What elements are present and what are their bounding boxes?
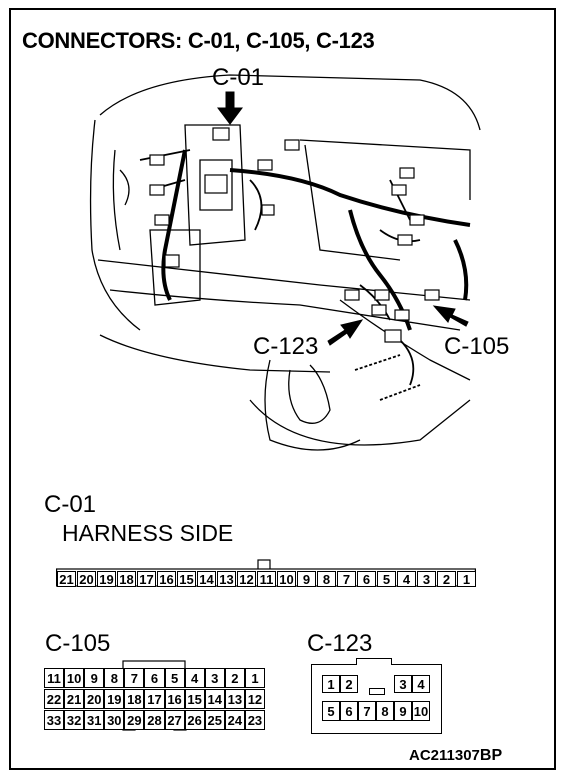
c105-label: C-105 [45, 630, 111, 657]
pin-cell: 13 [224, 689, 245, 709]
pin-cell: 21 [57, 571, 76, 587]
pin-cell: 26 [184, 710, 205, 730]
pin-cell: 14 [197, 571, 216, 587]
callout-c01: C-01 [212, 64, 265, 91]
pin-cell: 3 [417, 571, 436, 587]
pin-cell: 2 [437, 571, 456, 587]
pin-cell: 4 [184, 668, 205, 688]
pin-cell: 7 [358, 701, 376, 721]
pin-cell: 7 [337, 571, 356, 587]
pin-cell: 9 [84, 668, 105, 688]
pin-cell: 8 [376, 701, 394, 721]
c01-harness-side: HARNESS SIDE [62, 520, 234, 546]
pin-cell: 5 [377, 571, 396, 587]
pin-cell: 33 [44, 710, 65, 730]
pin-cell: 2 [340, 675, 358, 693]
pin-cell: 1 [322, 675, 340, 693]
pin-cell: 15 [184, 689, 205, 709]
arrow-c105 [432, 305, 469, 327]
pin-cell: 25 [204, 710, 225, 730]
pin-cell: 9 [394, 701, 412, 721]
pin-cell: 15 [177, 571, 196, 587]
c01-label: C-01 [44, 491, 97, 518]
dash-top-line [99, 74, 481, 131]
pin-cell: 3 [204, 668, 225, 688]
pin-cell: 12 [237, 571, 256, 587]
pin-cell: 10 [64, 668, 85, 688]
pin-cell: 32 [64, 710, 85, 730]
pin-cell: 8 [317, 571, 336, 587]
pin-cell: 1 [244, 668, 265, 688]
pin-cell: 17 [137, 571, 156, 587]
pin-cell: 1 [457, 571, 476, 587]
pin-cell: 28 [144, 710, 165, 730]
pin-cell: 5 [322, 701, 340, 721]
pin-cell: 18 [124, 689, 145, 709]
pin-cell: 16 [157, 571, 176, 587]
pin-cell: 27 [164, 710, 185, 730]
pin-cell: 18 [117, 571, 136, 587]
pin-cell: 6 [144, 668, 165, 688]
pin-cell: 14 [204, 689, 225, 709]
pin-cell: 5 [164, 668, 185, 688]
callout-c105: C-105 [444, 333, 510, 360]
pin-cell: 3 [394, 675, 412, 693]
pin-cell: 21 [64, 689, 85, 709]
pin-cell: 20 [77, 571, 96, 587]
figure-code-suffix: BP [479, 747, 503, 764]
pin-cell: 6 [357, 571, 376, 587]
pin-cell: 9 [297, 571, 316, 587]
pin-cell: 10 [412, 701, 430, 721]
pin-cell: 11 [257, 571, 276, 587]
pin-cell: 12 [244, 689, 265, 709]
pin-cell: 4 [412, 675, 430, 693]
pin-cell: 2 [224, 668, 245, 688]
pin-cell: 24 [224, 710, 245, 730]
figure-code-main: AC211307 [409, 747, 480, 764]
pin-cell: 19 [97, 571, 116, 587]
pin-cell: 16 [164, 689, 185, 709]
arrow-c01 [217, 91, 243, 125]
pin-cell: 31 [84, 710, 105, 730]
pin-cell: 29 [124, 710, 145, 730]
pin-cell: 11 [44, 668, 65, 688]
arrow-c123 [327, 319, 364, 346]
pin-cell: 10 [277, 571, 296, 587]
pin-cell: 7 [124, 668, 145, 688]
diagram-title: CONNECTORS: C-01, C-105, C-123 [22, 28, 375, 53]
figure-code: AC211307BP [409, 748, 502, 764]
pin-cell: 4 [397, 571, 416, 587]
pin-cell: 22 [44, 689, 65, 709]
pin-cell: 20 [84, 689, 105, 709]
c123-label: C-123 [307, 630, 373, 657]
pin-cell: 19 [104, 689, 125, 709]
pin-cell: 23 [244, 710, 265, 730]
pin-cell: 6 [340, 701, 358, 721]
figure-frame [9, 8, 556, 770]
pin-cell: 30 [104, 710, 125, 730]
pin-cell: 8 [104, 668, 125, 688]
callout-c123: C-123 [253, 333, 319, 360]
pin-cell: 17 [144, 689, 165, 709]
pin-cell: 13 [217, 571, 236, 587]
